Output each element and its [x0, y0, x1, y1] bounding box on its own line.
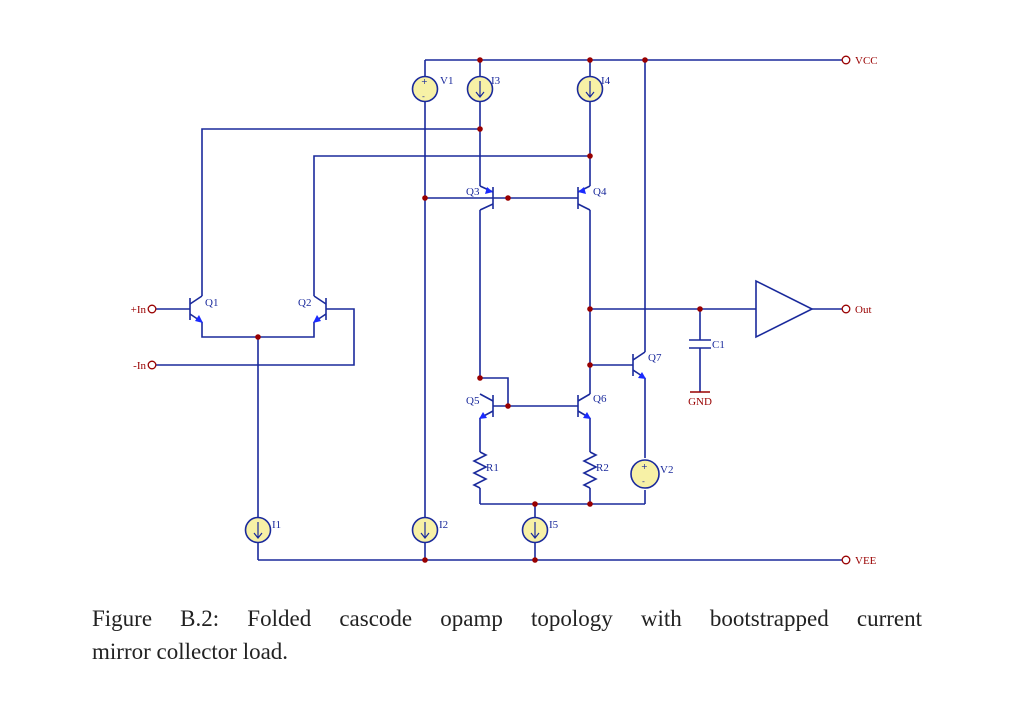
port-label-in-plus: +In	[131, 304, 147, 316]
svg-text:-: -	[642, 477, 645, 486]
transistor-q3	[479, 185, 494, 211]
terminal-out	[841, 304, 851, 314]
current-source-i2	[411, 516, 439, 544]
capacitor-c1	[689, 339, 711, 349]
label-q7: Q7	[648, 352, 662, 364]
svg-text:+: +	[421, 77, 428, 86]
label-i5: I5	[549, 519, 559, 531]
current-source-i4	[576, 75, 604, 103]
label-i2: I2	[439, 519, 448, 531]
label-q5: Q5	[466, 395, 480, 407]
port-label-vee: VEE	[855, 555, 877, 567]
transistor-q4	[577, 185, 591, 211]
figure-caption: Figure B.2: Folded cascode opamp topolog…	[92, 602, 922, 668]
voltage-source-v1: + -	[411, 75, 439, 103]
port-label-vcc: VCC	[855, 55, 878, 67]
terminal-vee	[841, 555, 851, 565]
current-source-i3	[466, 75, 494, 103]
transistor-q2	[313, 295, 327, 323]
label-i1: I1	[272, 519, 281, 531]
label-v1: V1	[440, 75, 453, 87]
caption-line-1: Figure B.2: Folded cascode opamp topolog…	[92, 606, 922, 631]
schematic-diagram: + - + -	[131, 55, 878, 567]
svg-text:+: +	[641, 462, 648, 471]
port-label-in-minus: -In	[133, 360, 146, 372]
svg-text:-: -	[422, 92, 425, 101]
caption-line-2: mirror collector load.	[92, 639, 289, 664]
wires	[150, 59, 842, 561]
transistor-q5	[479, 393, 494, 419]
transistor-q7	[632, 351, 646, 379]
resistor-r2	[582, 451, 598, 489]
current-source-i1	[244, 516, 272, 544]
transistor-q1	[189, 295, 203, 323]
label-q2: Q2	[298, 297, 311, 309]
resistor-r1	[472, 451, 488, 489]
voltage-source-v2: + -	[630, 459, 660, 489]
terminal-in-plus	[147, 304, 157, 314]
label-q1: Q1	[205, 297, 218, 309]
label-i4: I4	[601, 75, 611, 87]
label-q3: Q3	[466, 186, 480, 198]
terminal-in-minus	[147, 360, 157, 370]
label-q6: Q6	[593, 393, 607, 405]
output-buffer	[755, 279, 814, 339]
label-c1: C1	[712, 339, 725, 351]
transistor-q6	[577, 393, 591, 419]
current-source-i5	[521, 516, 549, 544]
label-r1: R1	[486, 462, 499, 474]
label-r2: R2	[596, 462, 609, 474]
terminal-vcc	[841, 55, 851, 65]
port-label-out: Out	[855, 304, 872, 316]
label-q4: Q4	[593, 186, 607, 198]
label-v2: V2	[660, 464, 673, 476]
label-i3: I3	[491, 75, 501, 87]
junction-dots	[255, 57, 703, 563]
port-label-gnd: GND	[688, 396, 712, 408]
